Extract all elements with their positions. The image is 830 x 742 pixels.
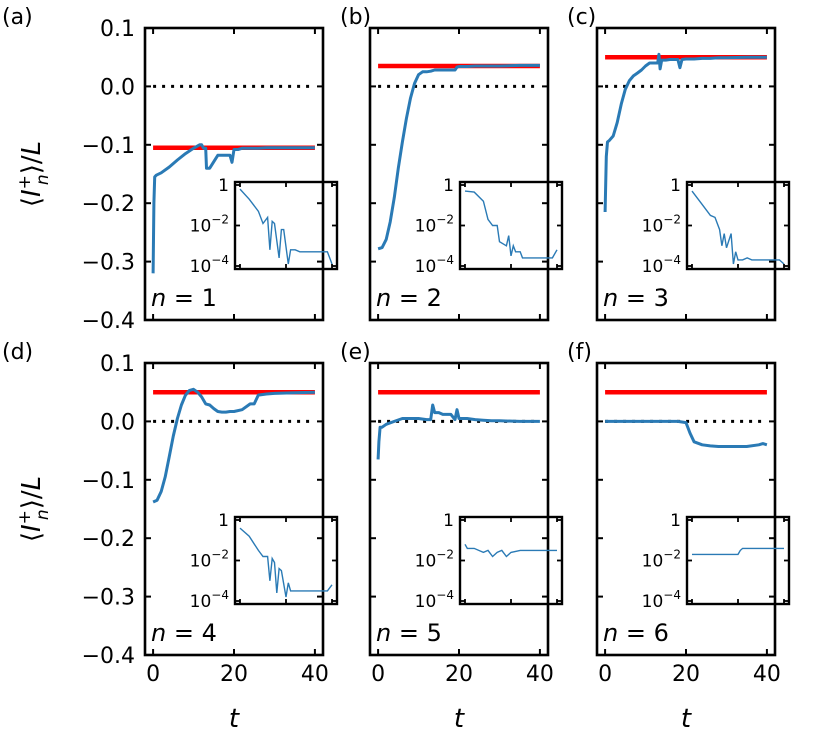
x-tick-label: 0	[146, 662, 160, 687]
y-tick-label: −0.3	[82, 586, 135, 611]
inset-y-tick-label: 1	[218, 176, 229, 196]
series-line	[376, 403, 540, 460]
panel-label: (a)	[2, 5, 33, 30]
inset-y-tick-label: 1	[670, 176, 681, 196]
n-label: n = 2	[376, 284, 442, 312]
series-line	[605, 419, 768, 448]
inset-y-tick-label: 10−4	[642, 588, 681, 612]
inset-series-line	[464, 190, 558, 259]
y-tick-label: −0.2	[82, 527, 135, 552]
panel-2: (b) n = 2 1 10−2 10−4	[340, 5, 564, 322]
y-tick-label: −0.1	[82, 134, 135, 159]
panel-label: (d)	[2, 340, 33, 365]
panel-4: 0 20 40 0.1 0.0 −0.1 −0.2 −0.3 −0.4 (d) n = 4 1 10−2…	[2, 340, 339, 687]
inset-series-line	[239, 188, 333, 265]
inset-y-tick-label: 10−4	[190, 588, 229, 612]
inset: 1 10−2 10−4	[642, 511, 791, 612]
inset-y-tick-label: 10−4	[415, 253, 454, 277]
inset-y-tick-label: 1	[443, 511, 454, 531]
panel-1: 0.1 0.0 −0.1 −0.2 −0.3 −0.4 (a) n = 1 1 10−2 10−4	[2, 5, 339, 334]
panel-6: 0 20 40 (f) n = 6 1 10−2 10−4	[567, 340, 791, 687]
panel-5: 0 20 40 (e) n = 5 1 10−2 10−4	[340, 340, 564, 687]
y-tick-label: 0.1	[100, 17, 135, 42]
plot-frame	[143, 26, 325, 322]
inset-series-line	[239, 527, 333, 598]
inset-series-line	[692, 547, 784, 556]
panel-label: (f)	[567, 340, 592, 365]
y-tick-label: 0.0	[100, 75, 135, 100]
inset-y-tick-label: 10−2	[642, 213, 681, 237]
x-tick-label: 40	[753, 662, 781, 687]
inset-y-tick-label: 1	[218, 511, 229, 531]
plot-frame	[595, 361, 777, 657]
inset-y-tick-label: 10−4	[415, 588, 454, 612]
y-axis-label: ⟨I+n⟩/L	[15, 141, 53, 207]
x-axis-label: t	[229, 704, 240, 734]
y-tick-label: −0.1	[82, 469, 135, 494]
y-tick-label: 0.0	[100, 410, 135, 435]
n-label: n = 4	[151, 619, 217, 647]
inset: 1 10−2 10−4	[642, 176, 791, 277]
series-line	[603, 52, 767, 213]
x-tick-label: 40	[301, 662, 329, 687]
y-tick-label: 0.1	[100, 352, 135, 377]
inset-y-tick-label: 10−2	[190, 548, 229, 572]
inset-y-tick-label: 10−2	[190, 213, 229, 237]
n-label: n = 1	[151, 284, 217, 312]
x-tick-label: 0	[371, 662, 385, 687]
x-tick-label: 0	[598, 662, 612, 687]
series-line	[377, 63, 540, 251]
plot-frame	[368, 361, 550, 657]
y-axis-label: ⟨I+n⟩/L	[15, 476, 53, 542]
inset-y-tick-label: 10−4	[642, 253, 681, 277]
inset-y-tick-label: 10−2	[415, 213, 454, 237]
panel-label: (b)	[340, 5, 371, 30]
inset: 1 10−2 10−4	[415, 176, 564, 277]
n-label: n = 5	[376, 619, 442, 647]
inset: 1 10−2 10−4	[415, 511, 564, 612]
inset-y-tick-label: 1	[670, 511, 681, 531]
plot-frame	[143, 361, 325, 657]
x-tick-label: 20	[672, 662, 700, 687]
y-tick-label: −0.4	[82, 309, 135, 334]
inset-series-line	[691, 190, 785, 265]
n-label: n = 6	[603, 619, 669, 647]
series-line	[151, 143, 315, 274]
y-tick-label: −0.2	[82, 192, 135, 217]
inset-y-tick-label: 10−4	[190, 253, 229, 277]
series-line	[152, 387, 315, 504]
x-axis-label: t	[454, 704, 465, 734]
plot-frame	[595, 26, 777, 322]
inset: 1 10−2 10−4	[190, 176, 339, 277]
x-axis-label: t	[681, 704, 692, 734]
inset-y-tick-label: 10−2	[642, 548, 681, 572]
y-tick-label: −0.4	[82, 644, 135, 669]
inset-y-tick-label: 1	[443, 176, 454, 196]
inset-y-tick-label: 10−2	[415, 548, 454, 572]
x-tick-label: 40	[526, 662, 554, 687]
panel-3: (c) n = 3 1 10−2 10−4	[567, 5, 791, 322]
x-tick-label: 20	[220, 662, 248, 687]
panel-label: (e)	[340, 340, 371, 365]
n-label: n = 3	[603, 284, 669, 312]
x-tick-label: 20	[445, 662, 473, 687]
inset: 1 10−2 10−4	[190, 511, 339, 612]
y-tick-label: −0.3	[82, 251, 135, 276]
panel-label: (c)	[567, 5, 596, 30]
inset-series-line	[464, 543, 557, 558]
